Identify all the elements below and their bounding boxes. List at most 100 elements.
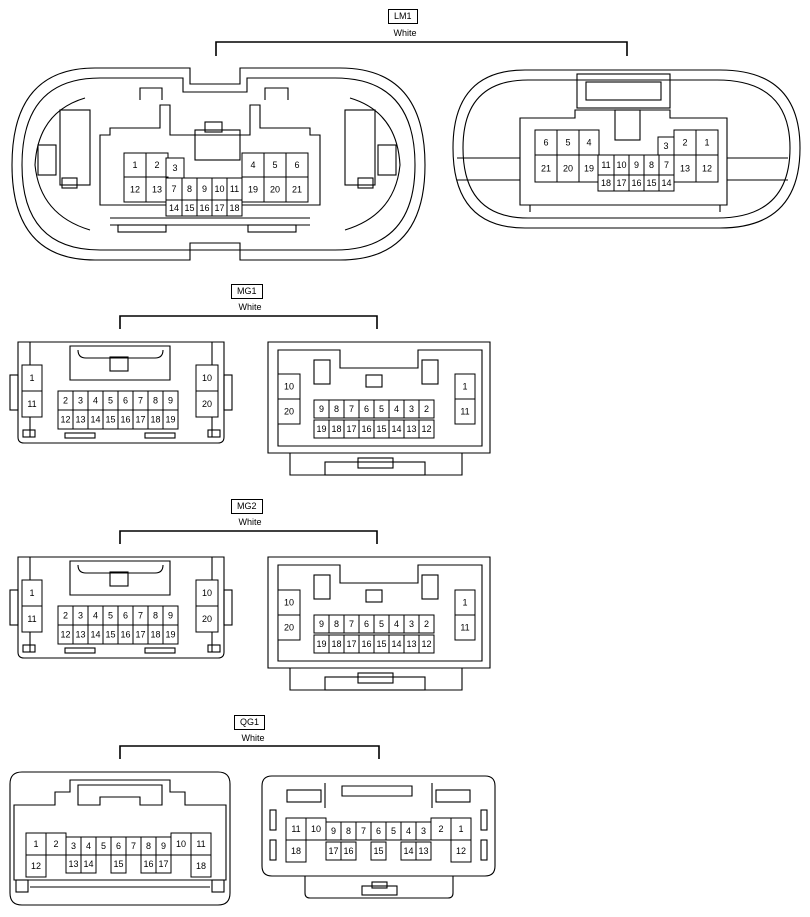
qg1-right-pin-number: 18 (291, 846, 301, 856)
mg2-left-pin-cavity (162, 624, 179, 645)
mg2-left-pin-number: 14 (90, 629, 100, 639)
lm1-right-connector (452, 69, 801, 229)
mg2-left-pin-number: 2 (63, 610, 68, 620)
mg2-left-pin-number: 19 (165, 629, 175, 639)
mg2-right-pin-number: 3 (409, 619, 414, 629)
qg1-group (9, 745, 496, 906)
lm1-right-pin-number: 9 (634, 160, 639, 170)
lm1-right-pin-number: 11 (601, 160, 610, 170)
qg1-right-pin-number: 16 (343, 846, 353, 856)
qg1-left-pin-cavity (25, 854, 47, 878)
mg2-right-pin-number: 9 (319, 619, 324, 629)
mg1-right-pin-number: 5 (379, 404, 384, 414)
mg1-right-pin-number: 18 (331, 424, 341, 434)
mg2-left-pin-number: 10 (202, 588, 212, 598)
mg2-left-connector (9, 556, 233, 659)
mg1-left-pin-number: 6 (123, 395, 128, 405)
qg1-right-pin-number: 10 (311, 824, 321, 834)
mg1-right-pin-number: 3 (409, 404, 414, 414)
mg1-right-pin-number: 14 (391, 424, 401, 434)
qg1-left-pin-number: 7 (131, 841, 136, 851)
lm1-left-pin-number: 10 (214, 184, 224, 194)
mg2-left-pin-number: 16 (120, 629, 130, 639)
mg1-right-pin-cavity (418, 399, 435, 419)
qg1-left-pin-number: 4 (86, 841, 91, 851)
lm1-right-pin-number: 1 (704, 137, 709, 147)
connector-tag-qg1: QG1 (234, 715, 266, 730)
qg1-left-pin-number: 1 (33, 839, 38, 849)
mg1-right-pin-number: 13 (406, 424, 416, 434)
lm1-right-pin-number: 14 (661, 178, 671, 188)
mg2-right-pin-number: 6 (364, 619, 369, 629)
qg1-right-pin-number: 17 (328, 846, 338, 856)
lm1-right-pin-number: 2 (682, 137, 687, 147)
mg2-right-pin-number: 16 (361, 639, 371, 649)
mg2-right-pin-number: 11 (460, 622, 469, 632)
mg1-left-pin-number: 12 (60, 414, 70, 424)
mg1-left-pin-number: 13 (75, 414, 85, 424)
lm1-left-pin-cavity (226, 199, 243, 217)
qg1-left-pin-cavity (80, 854, 97, 874)
lm1-left-pin-number: 19 (248, 184, 258, 194)
mg2-left-pin-number: 3 (78, 610, 83, 620)
mg2-right-pin-number: 15 (376, 639, 386, 649)
mg2-left-pin-number: 17 (135, 629, 145, 639)
mg2-left-pin-number: 12 (60, 629, 70, 639)
lm1-right-pin-number: 16 (631, 178, 641, 188)
mg1-right-pin-number: 11 (460, 406, 469, 416)
mg2-right-pin-number: 8 (334, 619, 339, 629)
lm1-right-pin-cavity (695, 154, 719, 183)
lm1-left-pin-number: 2 (154, 160, 159, 170)
qg1-left-pin-number: 5 (101, 841, 106, 851)
mg1-right-pin-cavity (418, 419, 435, 439)
mg2-left-pin-cavity (21, 605, 43, 633)
lm1-left-pin-number: 17 (214, 203, 224, 213)
lm1-right-pin-number: 8 (649, 160, 654, 170)
lm1-left-pin-number: 6 (294, 160, 299, 170)
lm1-right-pin-number: 6 (543, 137, 548, 147)
qg1-right-pin-number: 14 (403, 846, 413, 856)
lm1-left-pin-number: 11 (230, 184, 239, 194)
qg1-left-pin-number: 3 (71, 841, 76, 851)
qg1-left-pin-number: 6 (116, 841, 121, 851)
mg2-right-pin-number: 4 (394, 619, 399, 629)
lm1-left-connector (11, 67, 426, 261)
qg1-right-pin-number: 4 (406, 826, 411, 836)
mg2-right-pin-number: 14 (391, 639, 401, 649)
mg1-left-pin-number: 15 (105, 414, 115, 424)
mg1-left-pin-number: 5 (108, 395, 113, 405)
qg1-right-pin-number: 2 (438, 824, 443, 834)
mg1-left-pin-number: 3 (78, 395, 83, 405)
qg1-right-pin-number: 11 (291, 824, 300, 834)
mg1-right-pin-number: 7 (349, 404, 354, 414)
qg1-right-pin-number: 6 (376, 826, 381, 836)
mg2-right-pin-number: 17 (346, 639, 356, 649)
mg1-left-pin-number: 18 (150, 414, 160, 424)
qg1-right-pin-cavity (450, 839, 472, 863)
lm1-right-pin-number: 20 (563, 163, 573, 173)
mg1-left-pin-number: 2 (63, 395, 68, 405)
lm1-left-pin-number: 16 (199, 203, 209, 213)
mg1-left-pin-number: 14 (90, 414, 100, 424)
mg2-right-pin-cavity (418, 614, 435, 634)
lm1-left-pin-cavity (285, 176, 309, 203)
lm1-right-pin-number: 4 (586, 137, 591, 147)
lm1-left-pin-number: 15 (184, 203, 194, 213)
qg1-right-pin-number: 7 (361, 826, 366, 836)
lm1-right-pin-number: 15 (646, 178, 656, 188)
mg2-left-pin-number: 4 (93, 610, 98, 620)
mg2-left-pin-number: 20 (202, 614, 212, 624)
qg1-right-pin-number: 9 (331, 826, 336, 836)
mg1-left-pin-number: 11 (27, 399, 36, 409)
lm1-left-pin-number: 4 (250, 160, 255, 170)
qg1-left-connector (9, 771, 231, 906)
mg1-group (9, 315, 491, 476)
qg1-left-pin-number: 12 (31, 861, 41, 871)
mg1-right-connector (267, 341, 491, 476)
mg2-right-pin-number: 18 (331, 639, 341, 649)
mg1-right-pin-number: 1 (462, 381, 467, 391)
lm1-left-pin-number: 12 (130, 184, 140, 194)
lm1-left-pin-number: 14 (169, 203, 179, 213)
